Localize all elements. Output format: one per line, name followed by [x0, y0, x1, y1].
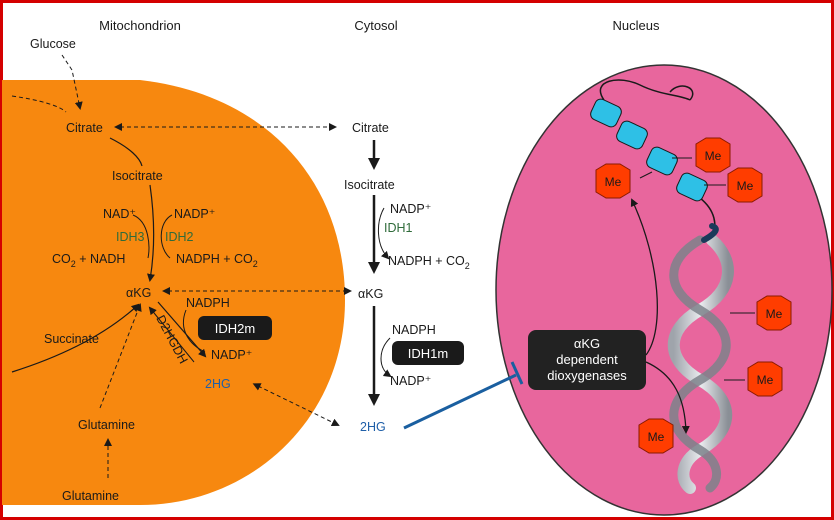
idh3-cofactor-curve [132, 214, 150, 259]
inhibition-bar [510, 361, 524, 385]
mito-isocitrate-label: Isocitrate [112, 169, 163, 183]
cyto-citrate-label: Citrate [352, 121, 389, 135]
cyto-isocitrate-label: Isocitrate [344, 178, 395, 192]
me-hexagon-5: Me [747, 361, 783, 397]
cyto-nadp-label: NADP⁺ [390, 202, 431, 216]
d2hgdh-arrow [148, 306, 195, 363]
glutamine-out-label: Glutamine [62, 489, 119, 503]
nucleosome-2 [616, 120, 648, 150]
dioxygenase-box [528, 330, 646, 390]
mito-akg-label: αKG [126, 286, 151, 300]
nucleosome-3 [646, 146, 678, 176]
svg-text:Me: Me [648, 430, 665, 444]
idh2m-label: IDH2m [215, 321, 255, 336]
me-hexagon-1: Me [695, 137, 731, 173]
mito-2hg-label: 2HG [205, 377, 231, 391]
header-cytosol: Cytosol [354, 18, 397, 33]
2hg-transport-arrow [252, 383, 340, 426]
2hg-inhibition-line [403, 373, 517, 430]
chromatin-fiber [599, 79, 691, 101]
mitochondrion-shape [2, 80, 345, 505]
nucleosome-4 [676, 172, 708, 202]
nucleosome-1 [590, 98, 622, 128]
me-hexagon-4: Me [756, 295, 792, 331]
idh2m-cofactor-curve [182, 309, 206, 353]
svg-text:Me: Me [766, 307, 783, 321]
me-hexagon-3: Me [727, 167, 763, 203]
idh1m-cofactor-curve [380, 337, 392, 378]
citrate-to-isocitrate [109, 137, 143, 167]
mito-nadp-label: NADP⁺ [174, 207, 215, 221]
demethylation-histone-arrow [630, 198, 658, 356]
svg-text:Me: Me [705, 149, 722, 163]
header-nucleus: Nucleus [613, 18, 660, 33]
dna-double-helix [667, 223, 734, 494]
dioxygenase-line3: dioxygenases [547, 368, 627, 383]
cyto-nadph-label: NADPH [392, 323, 436, 337]
demethylation-dna-arrow [645, 361, 690, 434]
glucose-label: Glucose [30, 37, 76, 51]
svg-text:Me: Me [757, 373, 774, 387]
mito-nadph-label: NADPH [186, 296, 230, 310]
svg-text:Me: Me [737, 179, 754, 193]
idh1m-box [392, 341, 464, 365]
idh1-cofactor-curve [378, 207, 390, 260]
idh3-label: IDH3 [116, 230, 145, 244]
me-hexagon-6: Me [638, 418, 674, 454]
me-link-2 [639, 171, 653, 179]
cyto-2hg-label: 2HG [360, 420, 386, 434]
co2-nadh-label: CO2 + NADH [52, 252, 125, 269]
idh2m-box [198, 316, 272, 340]
glucose-arrow [61, 54, 83, 110]
mito-citrate-label: Citrate [66, 121, 103, 135]
glutamine-in-label: Glutamine [78, 418, 135, 432]
idh1-label: IDH1 [384, 221, 413, 235]
idh2-label: IDH2 [165, 230, 194, 244]
isocitrate-to-akg [147, 184, 155, 282]
svg-text:Me: Me [605, 175, 622, 189]
tca-input-dash [11, 95, 67, 113]
cyto-nadp2-label: NADP⁺ [390, 374, 431, 388]
mito-nad-label: NAD⁺ [103, 207, 136, 221]
cyto-nadph-co2-label: NADPH + CO2 [388, 254, 470, 271]
header-mitochondrion: Mitochondrion [99, 18, 181, 33]
mito-nadp2-label: NADP⁺ [211, 348, 252, 362]
idh2-cofactor-curve [160, 214, 173, 259]
nadph-co2-label: NADPH + CO2 [176, 252, 258, 269]
idh1m-label: IDH1m [408, 346, 448, 361]
glutamine-to-akg-arrow [99, 303, 142, 409]
succinate-arc [11, 303, 140, 373]
dioxygenase-line1: αKG [574, 336, 600, 351]
cyto-akg-label: αKG [358, 287, 383, 301]
me-hexagon-2: Me [595, 163, 631, 199]
chromatin-loop [669, 85, 694, 101]
dioxygenase-line2: dependent [556, 352, 618, 367]
